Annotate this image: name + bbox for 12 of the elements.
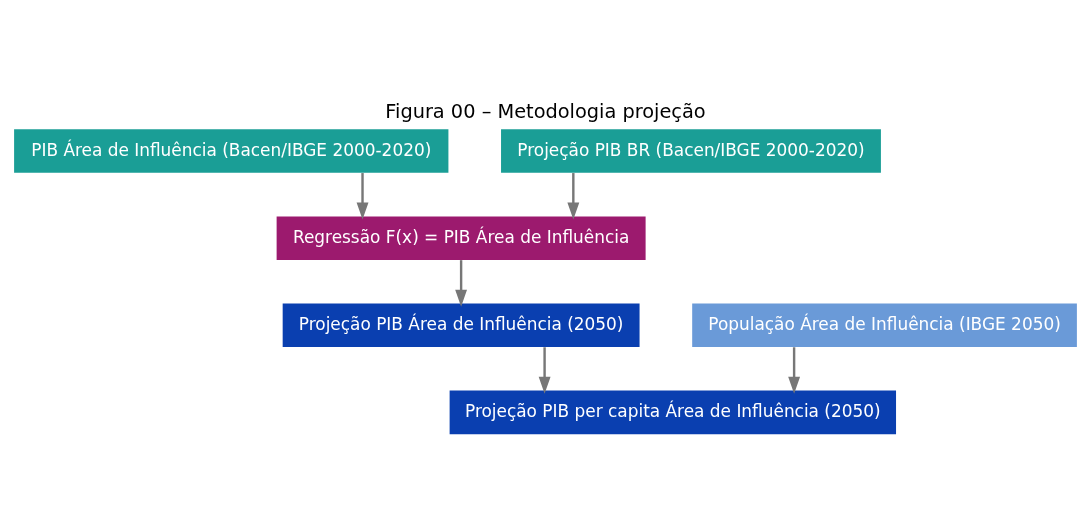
arrow <box>538 346 551 394</box>
arrow <box>567 172 580 220</box>
node-box: Projeção PIB per capita Área de Influência (2050) <box>449 390 897 434</box>
node-box: Projeção PIB Área de Influência (2050) <box>282 303 640 347</box>
arrow <box>455 259 468 307</box>
diagram-title: Figura 00 – Metodologia projeção <box>385 99 706 123</box>
node-box: PIB Área de Influência (Bacen/IBGE 2000-2020) <box>14 128 449 173</box>
arrow <box>356 172 369 220</box>
arrow <box>788 346 801 394</box>
node-box: Regressão F(x) = PIB Área de Influência <box>276 215 646 260</box>
node-box: População Área de Influência (IBGE 2050) <box>692 303 1077 347</box>
node-box: Projeção PIB BR (Bacen/IBGE 2000-2020) <box>501 128 881 173</box>
